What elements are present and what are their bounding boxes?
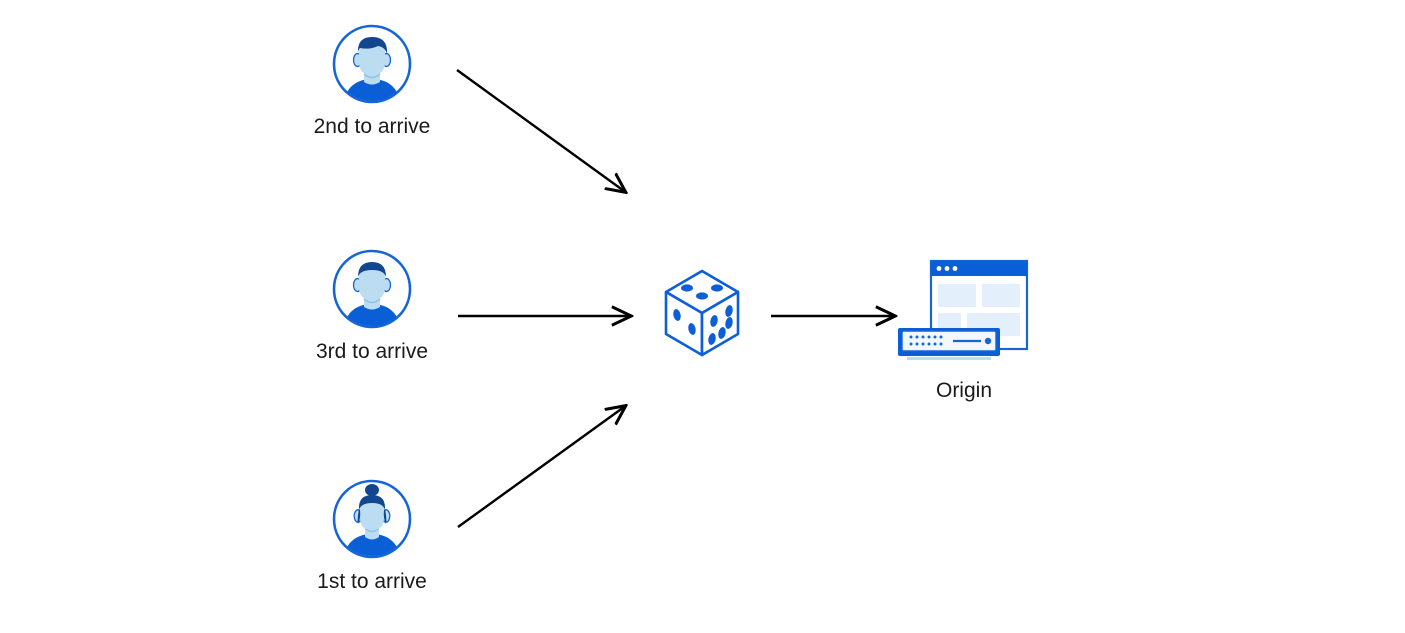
user-avatar-icon [332, 479, 412, 559]
connector-1st-to-dice [457, 407, 624, 528]
dice-icon [660, 267, 744, 363]
server-appliance [898, 328, 1000, 360]
connector-2nd-to-dice [456, 69, 624, 191]
user-avatar-icon [332, 24, 412, 104]
user-avatar-icon [332, 249, 412, 329]
node-label-client-3rd: 3rd to arrive [315, 340, 429, 363]
node-label-client-1st: 1st to arrive [317, 570, 427, 593]
node-label-client-2nd: 2nd to arrive [313, 115, 431, 138]
browser-window [929, 259, 1029, 351]
node-label-origin: Origin [935, 379, 993, 402]
origin-server-icon [893, 256, 1038, 366]
